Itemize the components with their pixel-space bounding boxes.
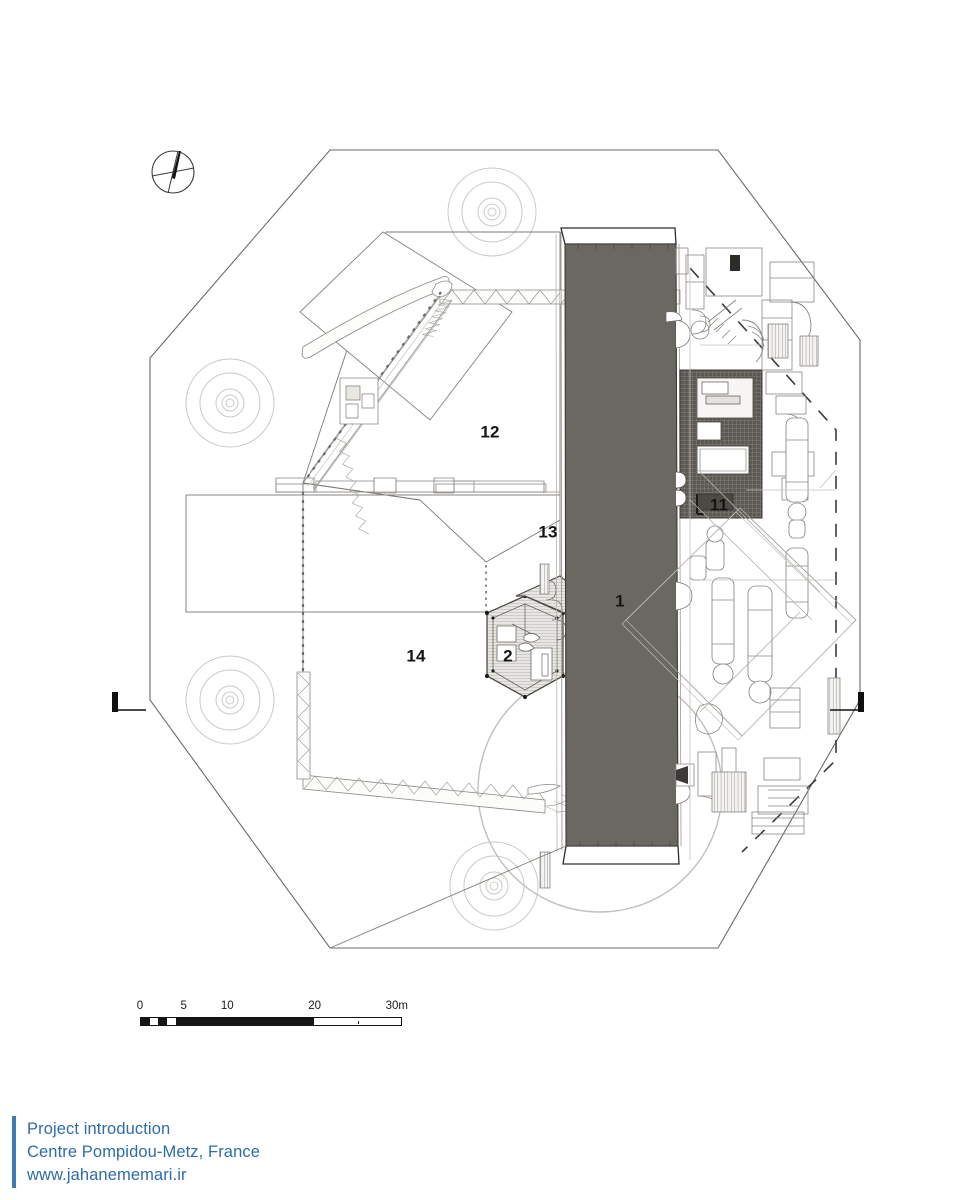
room-label-1: 1 <box>615 591 625 611</box>
stair-fragment <box>539 851 551 889</box>
scale-tick-0: 0 <box>136 1000 144 1012</box>
plinth-outline <box>185 494 561 613</box>
caption-block: Project introduction Centre Pompidou-Met… <box>0 1104 976 1200</box>
curved-handrail <box>527 784 561 795</box>
site-boundary <box>149 149 861 949</box>
scale-bar: 0 5 10 20 30m <box>136 1000 408 1034</box>
scale-tick-10: 10 <box>220 1000 234 1012</box>
caption-line-3: www.jahanememari.ir <box>27 1165 187 1184</box>
tilted-roof-panel <box>299 231 513 421</box>
room-label-11: 11 <box>709 495 729 515</box>
scale-tick-20: 20 <box>308 1000 322 1012</box>
scale-bar-track <box>140 1017 402 1026</box>
stair-hatch-patches <box>711 323 819 813</box>
plaza-diagonal <box>329 845 567 949</box>
tree-symbol <box>185 655 275 745</box>
mechanical-cluster-lower <box>675 677 841 835</box>
stair-fragment <box>539 563 550 595</box>
scale-tick-5: 5 <box>180 1000 187 1012</box>
rotated-square-outline <box>621 507 857 741</box>
caption-line-2: Centre Pompidou-Metz, France <box>27 1142 260 1161</box>
hex-pavilion <box>484 575 573 700</box>
room-label-14: 14 <box>406 646 426 666</box>
caption-accent-rule <box>12 1116 16 1188</box>
caption-line-1: Project introduction <box>27 1119 171 1138</box>
room-label-13: 13 <box>538 522 558 542</box>
truss-walkway-lower <box>296 671 593 814</box>
room-label-12: 12 <box>480 422 500 442</box>
right-guidelines <box>689 268 837 860</box>
north-arrow-icon <box>151 150 195 194</box>
tree-symbol <box>185 358 275 448</box>
section-marker-left <box>112 692 146 712</box>
scale-tick-30: 30m <box>385 1000 408 1012</box>
room-label-2: 2 <box>503 646 513 666</box>
section-marker-right <box>830 692 864 712</box>
caption-text: Project introduction Centre Pompidou-Met… <box>27 1118 260 1187</box>
tree-symbol <box>447 167 537 257</box>
bench-row <box>275 477 560 494</box>
small-kiosk <box>339 377 379 425</box>
main-gallery-tube <box>555 227 693 865</box>
right-diagonals <box>689 469 821 713</box>
